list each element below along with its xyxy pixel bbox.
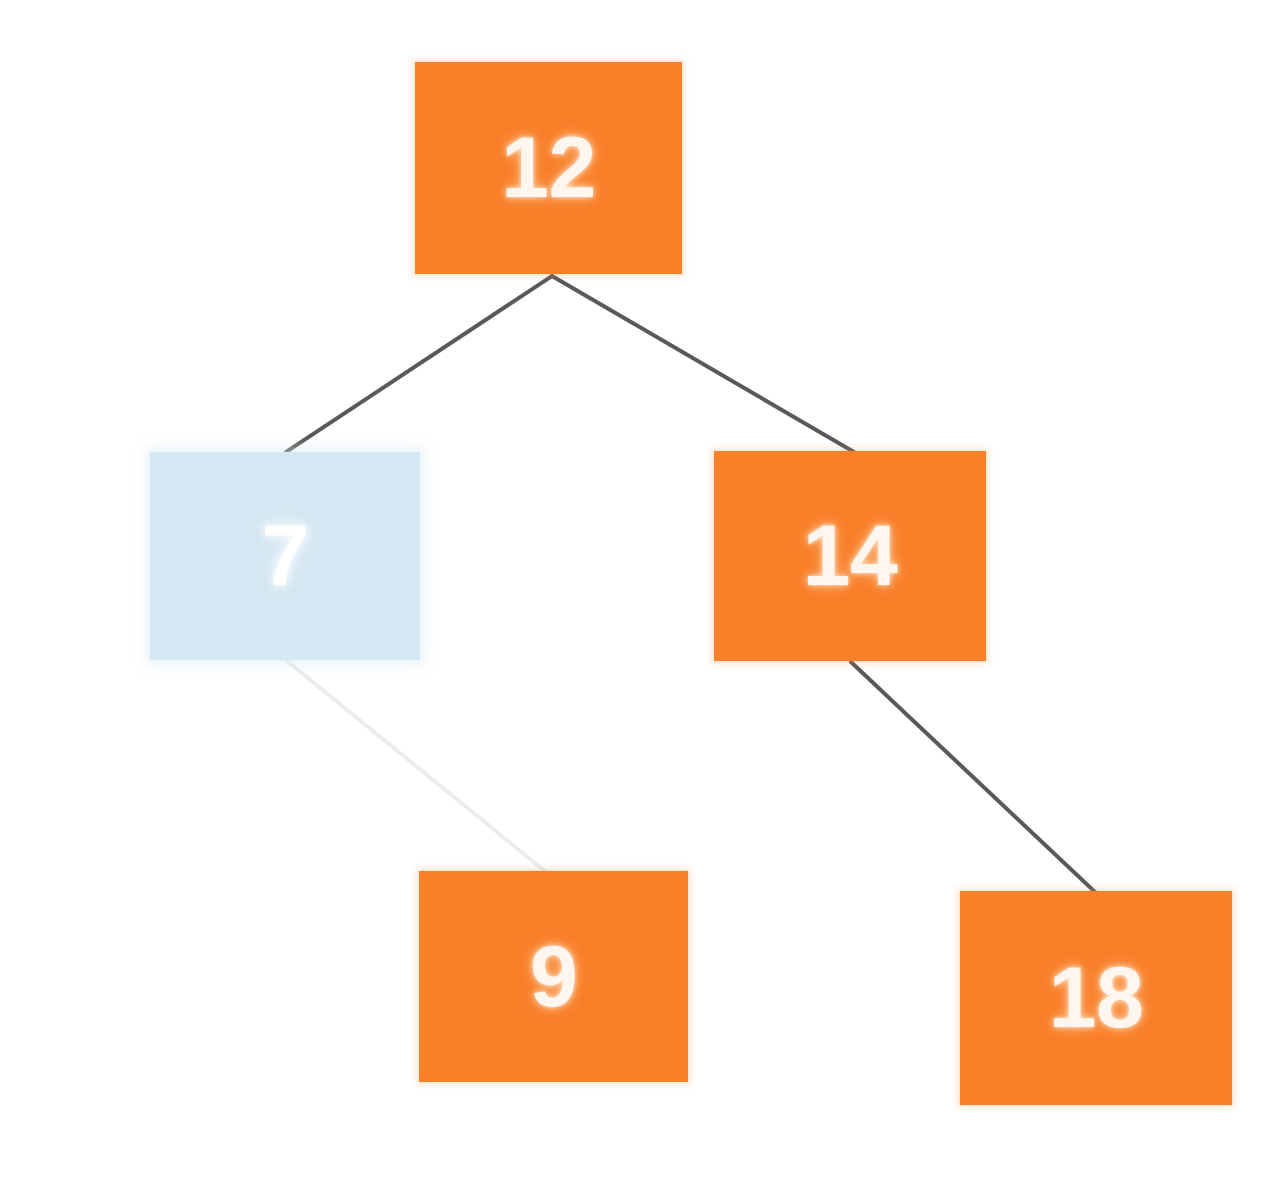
tree-edge-n7-to-n9	[285, 659, 548, 874]
tree-node-12[interactable]: 12	[415, 62, 682, 274]
tree-node-label: 7	[261, 508, 309, 604]
tree-node-7[interactable]: 7	[150, 452, 420, 660]
tree-edge-n12-to-n7	[284, 274, 554, 454]
tree-node-label: 12	[501, 120, 596, 216]
tree-edge-n12-to-n14	[550, 274, 856, 454]
tree-node-14[interactable]: 14	[714, 451, 986, 661]
tree-node-label: 14	[802, 508, 898, 604]
tree-edge-n14-to-n18	[849, 660, 1097, 894]
tree-node-18[interactable]: 18	[960, 891, 1232, 1105]
tree-node-9[interactable]: 9	[419, 871, 688, 1082]
tree-node-label: 9	[529, 928, 578, 1025]
tree-node-label: 18	[1048, 950, 1144, 1046]
